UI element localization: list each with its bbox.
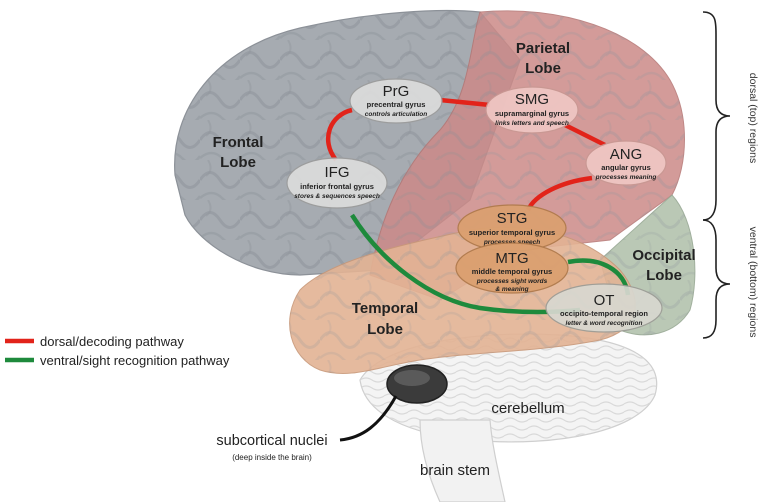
region-ang-name: angular gyrus (601, 163, 651, 172)
region-ot-abbr: OT (594, 292, 615, 309)
temporal-lobe-label-line1: Temporal (352, 300, 418, 317)
region-stg-abbr: STG (497, 210, 528, 227)
region-stg-name: superior temporal gyrus (469, 228, 555, 237)
dorsal-pathway-smg-ang (563, 122, 607, 148)
parietal-lobe-label-line1: Parietal (516, 40, 570, 57)
region-smg: SMG supramarginal gyrus links letters an… (485, 86, 579, 134)
region-ang: ANG angular gyrus processes meaning (585, 140, 667, 186)
parietal-lobe-label-line2: Lobe (525, 60, 561, 77)
region-mtg: MTG middle temporal gyrus processes sigh… (455, 242, 569, 294)
region-prg-function: controls articulation (365, 111, 428, 118)
subcortical-nuclei-label: subcortical nuclei (216, 433, 327, 449)
subcortical-nuclei-note: (deep inside the brain) (232, 453, 312, 462)
region-ot-name: occipito-temporal region (560, 309, 648, 318)
brain-stem-shape (419, 419, 506, 502)
cerebellum-label: cerebellum (491, 400, 564, 417)
region-mtg-function-line1: processes sight words (476, 278, 548, 285)
region-smg-name: supramarginal gyrus (495, 109, 569, 118)
region-mtg-name: middle temporal gyrus (472, 267, 552, 276)
legend-dorsal-label: dorsal/decoding pathway (40, 334, 184, 349)
region-smg-abbr: SMG (515, 91, 549, 108)
dorsal-pathway-ifg-prg (325, 107, 353, 162)
region-ifg: IFG inferior frontal gyrus stores & sequ… (286, 157, 388, 209)
occipital-lobe-label-line1: Occipital (632, 247, 695, 264)
ventral-regions-label: ventral (bottom) regions (747, 227, 759, 338)
legend: dorsal/decoding pathway ventral/sight re… (5, 334, 230, 368)
region-prg-name: precentral gyrus (367, 100, 426, 109)
region-prg-abbr: PrG (383, 83, 410, 100)
dorsal-brace (702, 11, 731, 221)
region-ifg-abbr: IFG (325, 164, 350, 181)
dorsal-regions-label: dorsal (top) regions (747, 73, 759, 163)
dorsal-pathway-prg-smg (439, 97, 491, 108)
ventral-brace (702, 219, 731, 339)
region-ang-abbr: ANG (610, 146, 643, 163)
frontal-lobe-label-line1: Frontal (213, 134, 264, 151)
occipital-lobe-label-line2: Lobe (646, 267, 682, 284)
frontal-lobe-label-line2: Lobe (220, 154, 256, 171)
region-ot-function: letter & word recognition (566, 320, 643, 327)
subcortical-pointer-line (339, 395, 398, 442)
region-mtg-function-line2: & meaning (495, 286, 528, 293)
region-ang-function: processes meaning (595, 174, 657, 181)
region-ot: OT occipito-temporal region letter & wor… (545, 283, 663, 333)
legend-ventral-label: ventral/sight recognition pathway (40, 353, 230, 368)
region-mtg-abbr: MTG (495, 250, 528, 267)
region-ifg-function: stores & sequences speech (294, 193, 380, 200)
region-smg-function: links letters and speech (495, 120, 569, 127)
region-ifg-name: inferior frontal gyrus (300, 182, 374, 191)
temporal-lobe-label-line2: Lobe (367, 321, 403, 338)
brain-stem-label: brain stem (420, 462, 490, 479)
region-prg: PrG precentral gyrus controls articulati… (349, 78, 443, 124)
